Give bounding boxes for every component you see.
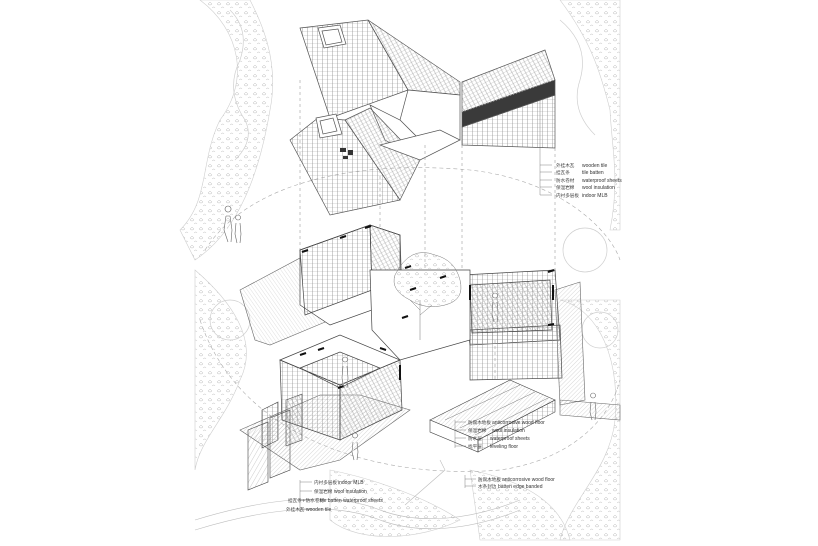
roof-detail-panel — [461, 49, 556, 149]
base-callout-en-1: anticorrosive wood floor — [502, 477, 555, 483]
floor-callout-cn-4: 找平层 — [468, 443, 482, 450]
base-callout-en-2: batten edge banded — [498, 484, 543, 490]
wall-layer-panel-4 — [285, 393, 303, 447]
roof-lower-assembly — [289, 107, 461, 216]
wall-layer-explode — [247, 393, 303, 491]
floor-material-callout: 防腐木地板 anticorrosive wood floor 保温岩棉 wool… — [468, 419, 545, 450]
roof-lower-fold — [378, 129, 461, 161]
roof-callout-cn-5: 内衬多层板 — [556, 192, 579, 199]
wall-callout-en-3: tile batten waterproof sheets — [320, 498, 383, 504]
figure-6 — [589, 392, 597, 421]
floor-callout-cn-3: 防水层 — [468, 435, 482, 442]
roof-lower-skylight-inner — [319, 117, 338, 135]
roof-lower-glyph — [340, 148, 353, 159]
roof-lower-skylight — [315, 113, 343, 139]
floor-slab-joists — [444, 384, 549, 436]
roof-callout-en-2: tile batten — [582, 170, 604, 176]
floor-callout-en-1: anticorrosive wood floor — [492, 420, 545, 426]
floor-callout-cn-1: 防腐木地板 — [468, 419, 491, 426]
floor-layer-explode — [429, 379, 556, 453]
base-callout-cn-2: 木条封边 — [478, 483, 497, 490]
wall-layer-panel-3 — [247, 421, 269, 491]
roof-callout-en-4: wool insulation — [582, 185, 615, 191]
room-right-interior — [469, 279, 553, 334]
background-foliage — [179, 0, 621, 541]
figure-4 — [341, 356, 349, 389]
floor-callout-en-2: wool insulation — [492, 428, 525, 434]
people-figures — [223, 205, 597, 461]
tree-outlines — [209, 9, 619, 349]
floor-callout-en-4: leveling floor — [490, 444, 518, 450]
site-dashed-curves — [199, 167, 621, 472]
wall-callout-en-2: wool insulation — [334, 489, 367, 495]
figure-1 — [223, 205, 233, 243]
wall-material-callout: 内衬多层板 indoor MLB 保温岩棉 wool insulation 挂瓦… — [286, 479, 383, 513]
wall-layer-panel-2 — [269, 409, 291, 479]
roof-upper-skylight-inner — [321, 28, 343, 46]
roof-detail-battens — [461, 79, 556, 113]
base-material-callout: 防腐木地板 anticorrosive wood floor 木条封边 batt… — [478, 476, 555, 490]
floor-callout-en-3: waterproof sheets — [490, 436, 530, 442]
roof-material-callout: 外挂木瓦 wooden tile 挂瓦条 tile batten 防水卷材 wa… — [556, 162, 622, 199]
roof-callout-cn-3: 防水卷材 — [556, 177, 575, 184]
wall-callout-cn-1: 内衬多层板 — [314, 479, 337, 486]
wall-callout-en-4: wooden tile — [306, 507, 332, 513]
figure-3 — [491, 292, 499, 323]
roof-callout-cn-1: 外挂木瓦 — [556, 162, 575, 169]
site-paths — [194, 459, 521, 531]
courtyard-tree — [393, 252, 462, 340]
figure-5 — [351, 432, 359, 461]
roof-callout-en-5: indoor MLB — [582, 193, 608, 199]
roof-callout-en-1: wooden tile — [582, 163, 608, 169]
wall-callout-cn-4: 外挂木瓦 — [286, 506, 305, 513]
room-front-interior — [299, 351, 381, 389]
base-callout-cn-1: 防腐木地板 — [478, 476, 501, 483]
wall-callout-cn-3: 挂瓦条+防水卷材 — [288, 497, 324, 504]
wall-callout-en-1: indoor MLB — [338, 480, 364, 486]
figure-2 — [234, 214, 242, 244]
wall-callout-cn-2: 保温岩棉 — [314, 488, 333, 495]
roof-callout-cn-4: 保温岩棉 — [556, 184, 575, 191]
roof-callout-cn-2: 挂瓦条 — [556, 169, 570, 176]
roof-upper-slope — [299, 19, 409, 119]
floor-slab-side — [477, 399, 556, 453]
room-right-front — [469, 324, 563, 381]
callout-leaders — [299, 100, 552, 512]
floor-callout-cn-2: 保温岩棉 — [468, 427, 487, 434]
roof-callout-en-3: waterproof sheets — [582, 178, 622, 184]
